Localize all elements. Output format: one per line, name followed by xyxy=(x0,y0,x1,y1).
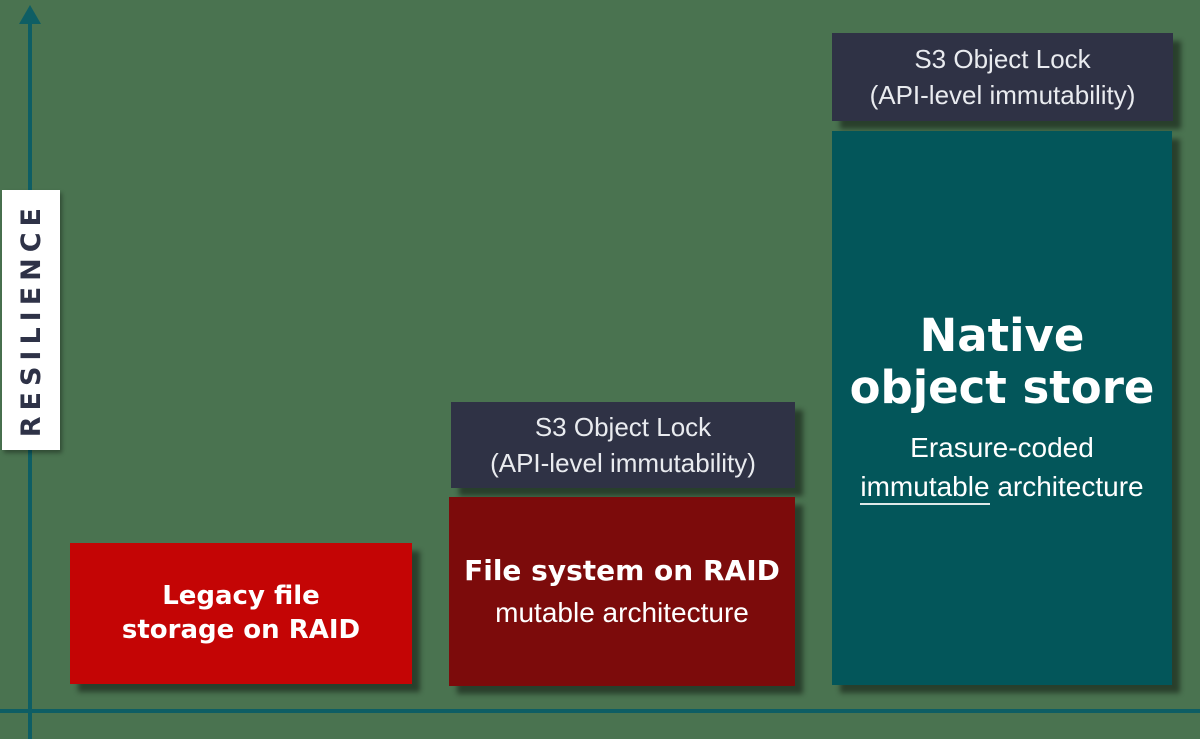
y-axis-label-box: RESILIENCE xyxy=(2,190,60,450)
bar-native-title-line2: object store xyxy=(849,360,1155,414)
cap-s3-object-lock-native: S3 Object Lock (API-level immutability) xyxy=(832,33,1173,121)
y-axis-label: RESILIENCE xyxy=(15,202,47,438)
bar-filesystem-title: File system on RAID xyxy=(464,554,780,588)
y-axis-arrowhead-icon xyxy=(19,5,41,24)
bar-native-subtitle-line2: immutable architecture xyxy=(860,467,1144,506)
bar-legacy-title-line2: storage on RAID xyxy=(121,614,361,645)
x-axis-line xyxy=(0,709,1200,713)
bar-native-subtitle-underlined-word: immutable xyxy=(860,471,990,506)
bar-native-subtitle-line1: Erasure-coded xyxy=(910,432,1094,463)
cap-s3-object-lock-filesystem: S3 Object Lock (API-level immutability) xyxy=(451,402,795,488)
bar-filesystem-subtitle: mutable architecture xyxy=(495,596,749,628)
bar-legacy-file-storage: Legacy file storage on RAID xyxy=(70,543,412,684)
cap-native-line2: (API-level immutability) xyxy=(869,80,1136,110)
bar-legacy-title-line1: Legacy file xyxy=(162,580,320,611)
cap-native-line1: S3 Object Lock xyxy=(914,43,1091,74)
bar-file-system-on-raid: File system on RAID mutable architecture xyxy=(449,497,795,686)
bar-native-subtitle-rest: architecture xyxy=(989,471,1144,503)
cap-filesystem-line2: (API-level immutability) xyxy=(490,448,756,478)
bar-native-object-store: Native object store Erasure-coded immuta… xyxy=(832,131,1172,685)
bar-native-title-line1: Native xyxy=(919,308,1085,362)
cap-filesystem-line1: S3 Object Lock xyxy=(534,411,712,442)
